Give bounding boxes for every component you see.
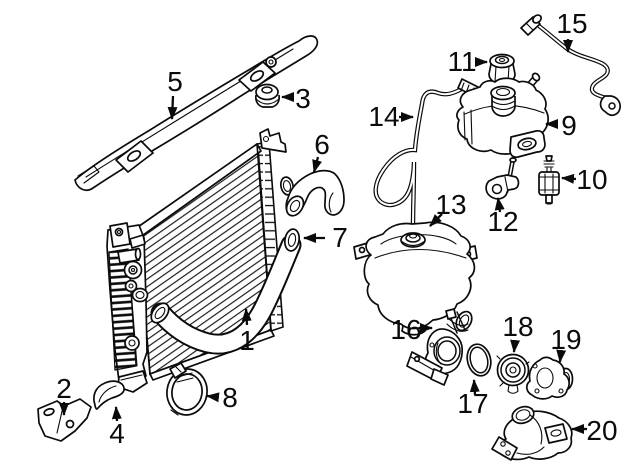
- callout-11-label[interactable]: 11: [447, 46, 476, 77]
- part-4-insulator-pad: [93, 380, 125, 410]
- callout-13-arrow: [429, 213, 443, 227]
- callout-3-label[interactable]: 3: [295, 83, 311, 114]
- callout-16-label[interactable]: 16: [390, 314, 421, 345]
- part-9-expansion-tank: [456, 72, 549, 159]
- part-18-thermostat: [496, 353, 530, 394]
- callout-17-label[interactable]: 17: [457, 388, 488, 419]
- radiator-drain: [124, 335, 140, 351]
- callout-15[interactable]: 15: [556, 8, 588, 53]
- part-5-radiator-support-bar: [74, 35, 319, 191]
- callout-10-label[interactable]: 10: [576, 164, 607, 195]
- callout-20[interactable]: 20: [571, 415, 618, 446]
- callout-19[interactable]: 19: [550, 324, 582, 363]
- callout-8[interactable]: 8: [206, 382, 238, 413]
- callout-18-arrow: [510, 339, 521, 353]
- callout-9[interactable]: 9: [545, 110, 577, 141]
- callout-9-label[interactable]: 9: [561, 110, 577, 141]
- callout-4-arrow: [111, 406, 122, 422]
- callout-19-arrow: [556, 349, 567, 363]
- callout-7-label[interactable]: 7: [332, 222, 348, 253]
- part-20-water-outlet: [491, 405, 573, 461]
- callout-2[interactable]: 2: [56, 373, 72, 416]
- callout-8-arrow: [206, 392, 220, 403]
- part-6-upper-radiator-hose: [285, 169, 345, 217]
- callout-10[interactable]: 10: [561, 164, 608, 195]
- callout-12-label[interactable]: 12: [487, 206, 518, 237]
- callout-13[interactable]: 13: [429, 189, 467, 227]
- callout-6[interactable]: 6: [312, 129, 330, 173]
- radiator-top-bracket: [259, 128, 287, 153]
- callout-14-label[interactable]: 14: [368, 101, 399, 132]
- callout-12[interactable]: 12: [487, 197, 519, 237]
- callout-18[interactable]: 18: [502, 311, 534, 353]
- part-19-thermostat-cover: [526, 356, 574, 400]
- part-17-o-ring: [466, 343, 492, 377]
- callout-7[interactable]: 7: [303, 222, 348, 253]
- part-10-check-valve: [538, 155, 560, 205]
- callout-20-label[interactable]: 20: [586, 415, 617, 446]
- callout-13-label[interactable]: 13: [435, 189, 466, 220]
- callout-15-label[interactable]: 15: [556, 8, 587, 39]
- callout-10-arrow: [561, 173, 577, 184]
- callout-1[interactable]: 1: [239, 308, 255, 356]
- callout-1-arrow: [241, 308, 252, 326]
- callout-11[interactable]: 11: [447, 46, 488, 77]
- callout-12-arrow: [494, 197, 505, 213]
- callout-8-label[interactable]: 8: [222, 382, 238, 413]
- part-8-hose-clamp: [166, 362, 208, 416]
- callout-4[interactable]: 4: [109, 406, 125, 449]
- callout-17-arrow: [469, 379, 480, 396]
- callout-17[interactable]: 17: [457, 379, 489, 419]
- callout-3[interactable]: 3: [281, 83, 311, 114]
- callout-5-arrow: [167, 95, 178, 120]
- part-3-grommet: [254, 83, 281, 108]
- part-7-lower-radiator-hose: [150, 228, 302, 355]
- callout-2-label[interactable]: 2: [56, 373, 72, 404]
- callout-5[interactable]: 5: [167, 66, 183, 120]
- callout-18-label[interactable]: 18: [502, 311, 533, 342]
- callout-14[interactable]: 14: [368, 101, 414, 132]
- radiator-filler-neck: [123, 260, 143, 280]
- part-16-thermostat-housing: [406, 308, 473, 386]
- callout-6-arrow: [312, 156, 322, 173]
- callout-1-label[interactable]: 1: [239, 325, 255, 356]
- part-13-reservoir-tank: [353, 221, 478, 336]
- callout-16[interactable]: 16: [390, 314, 433, 345]
- callout-6-label[interactable]: 6: [314, 129, 330, 160]
- callout-19-label[interactable]: 19: [550, 324, 581, 355]
- callout-5-label[interactable]: 5: [167, 66, 183, 97]
- callout-4-label[interactable]: 4: [109, 418, 125, 449]
- part-12-level-sensor: [485, 157, 520, 200]
- part-1-radiator: [106, 128, 295, 393]
